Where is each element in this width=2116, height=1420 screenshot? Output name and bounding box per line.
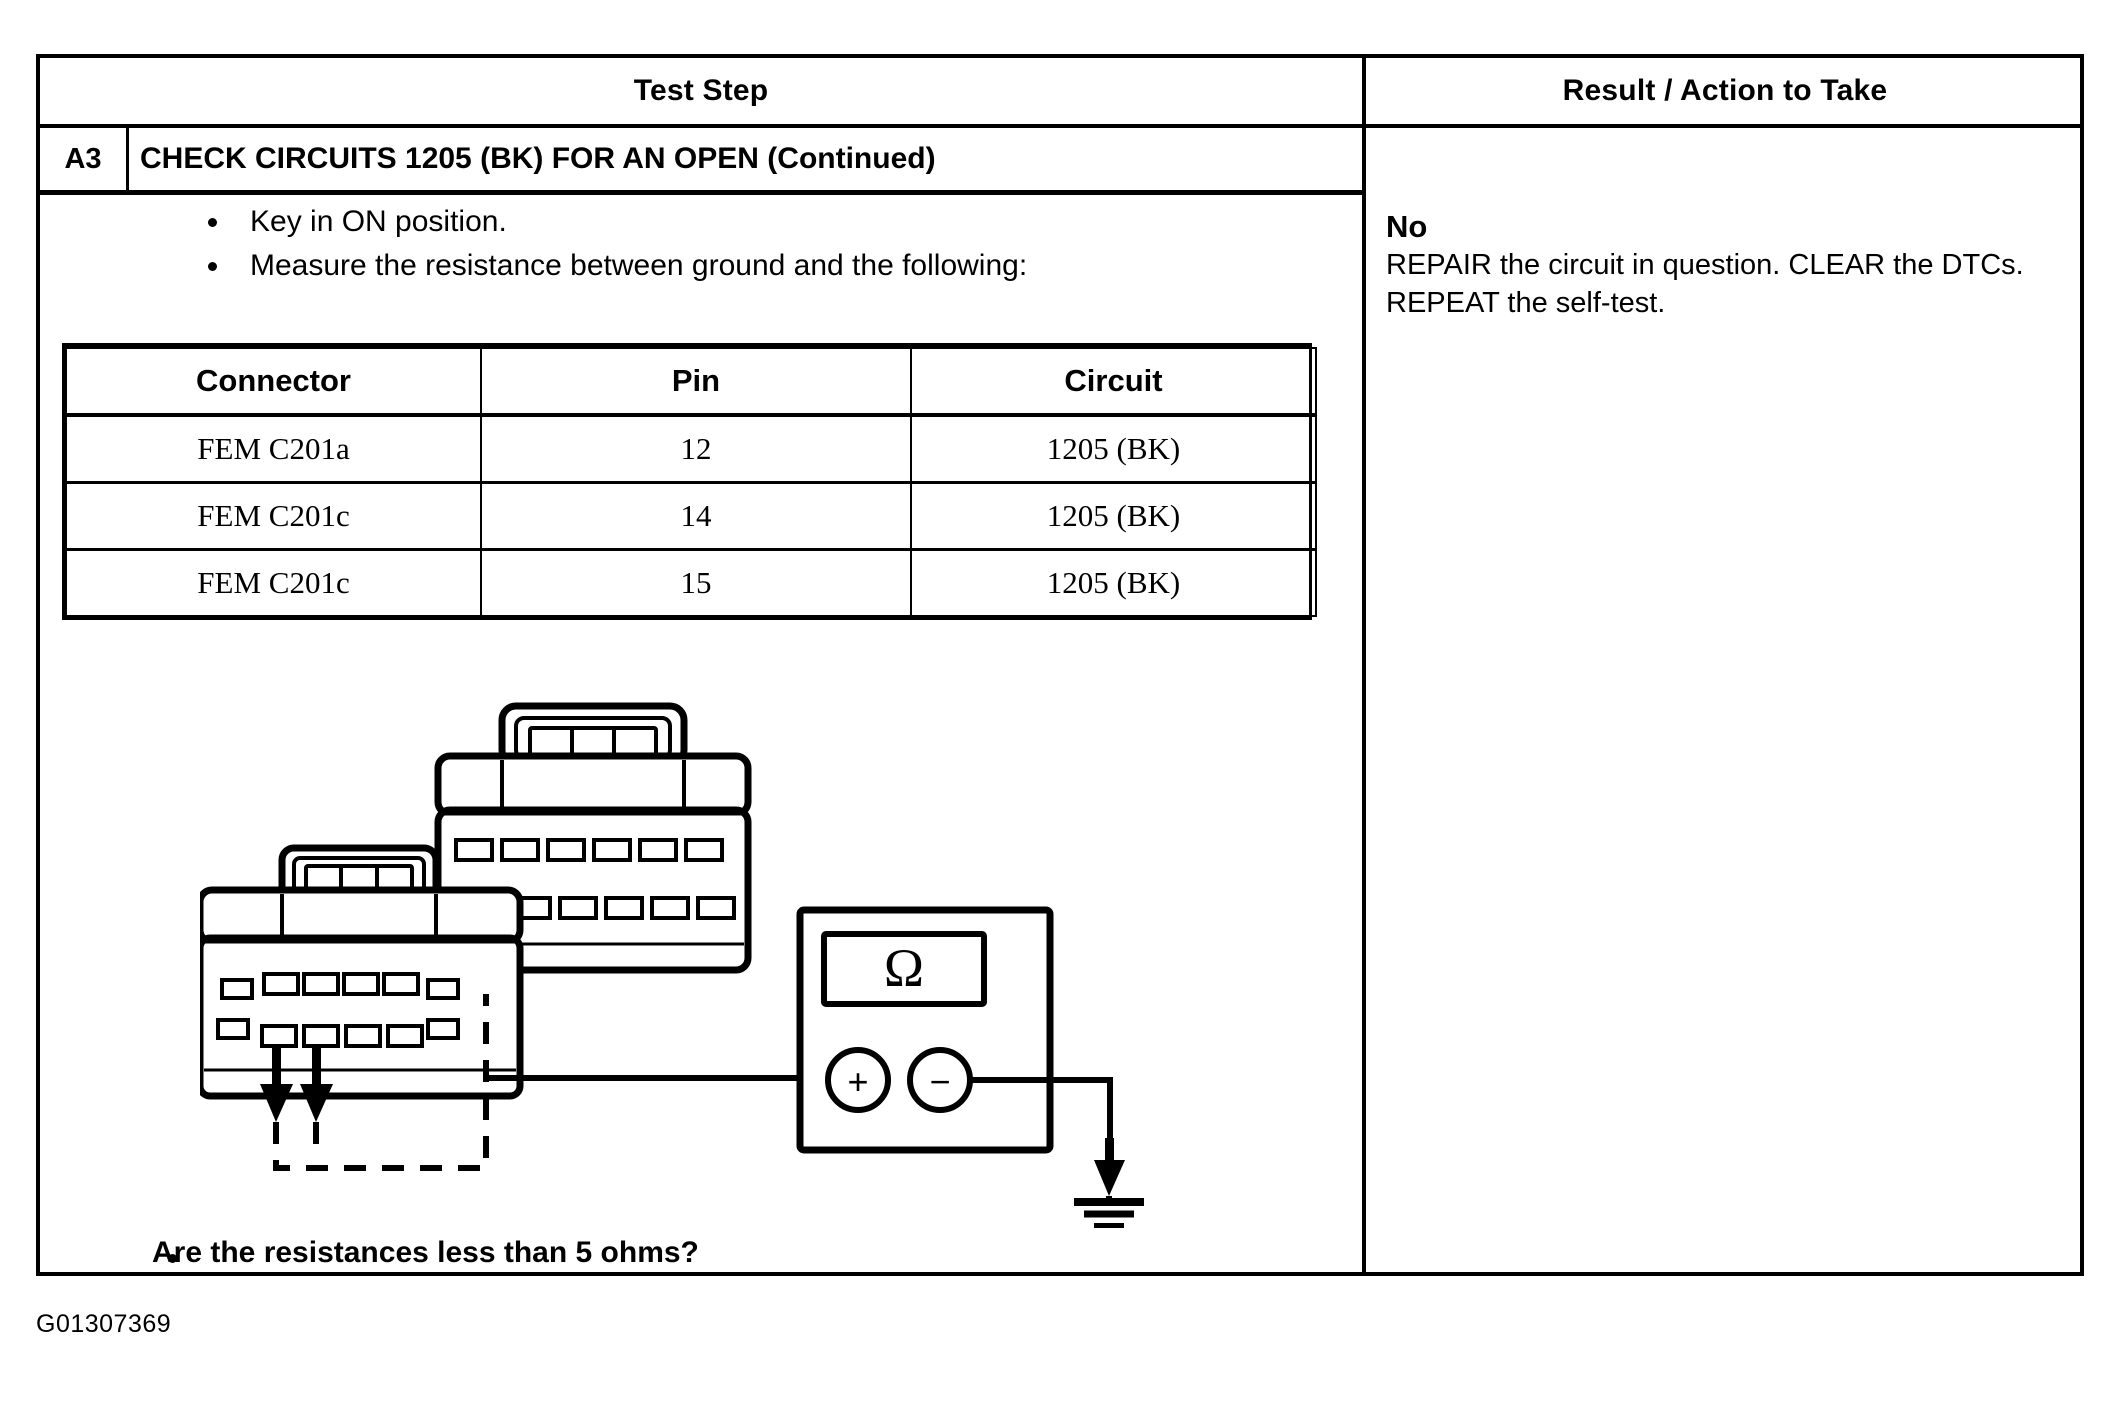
instruction-text: Measure the resistance between ground an… [250, 249, 1028, 282]
list-item: Key in ON position. [192, 200, 1312, 244]
figure-id: G01307369 [36, 1310, 172, 1338]
column-header-pin: Pin [480, 347, 912, 417]
column-divider [1362, 58, 1366, 1272]
step-row-bottom-divider [40, 190, 1362, 195]
cell-circuit: 1205 (BK) [910, 413, 1317, 484]
step-row: A3 CHECK CIRCUITS 1205 (BK) FOR AN OPEN … [40, 128, 1362, 190]
result-action-block: No REPAIR the circuit in question. CLEAR… [1386, 208, 2086, 322]
terminal-positive-label: + [847, 1061, 868, 1102]
cell-circuit: 1205 (BK) [910, 481, 1317, 551]
instruction-text: Key in ON position. [250, 205, 507, 238]
table-row: FEM C201c 14 1205 (BK) [65, 481, 1317, 551]
column-header-connector: Connector [65, 347, 482, 417]
cell-connector: FEM C201c [65, 548, 482, 617]
cell-pin: 14 [480, 481, 912, 551]
ground-probe-arrow [1094, 1138, 1125, 1196]
final-question: Are the resistances less than 5 ohms? [152, 1236, 1272, 1270]
cell-circuit: 1205 (BK) [910, 548, 1317, 617]
question-clip: Are the resistances less than 5 ohms? [36, 1236, 1322, 1276]
column-header-result: Result / Action to Take [1562, 74, 1888, 107]
instruction-list: Key in ON position. Measure the resistan… [192, 200, 1312, 288]
table-row: FEM C201a 12 1205 (BK) [65, 413, 1317, 484]
connector-lower-c201a [196, 844, 524, 1100]
bullet-dot-icon [168, 1254, 177, 1263]
cell-pin: 12 [480, 413, 912, 484]
meter-lead-negative [970, 1077, 1113, 1146]
header-divider [40, 124, 2080, 128]
table-header-row: Connector Pin Circuit [65, 347, 1317, 417]
wiring-test-diagram: Ω + − [196, 698, 1300, 1229]
cell-connector: FEM C201c [65, 481, 482, 551]
final-question-text: Are the resistances less than 5 ohms? [152, 1236, 699, 1269]
step-id-label: A3 [64, 143, 102, 175]
ground-symbol [1074, 1196, 1144, 1229]
connector-pin-table: Connector Pin Circuit FEM C201a 12 1205 … [62, 343, 1317, 620]
probe-arrow-lower-right [300, 1044, 333, 1122]
list-item: Measure the resistance between ground an… [192, 244, 1312, 288]
column-header-circuit: Circuit [910, 347, 1317, 417]
cell-pin: 15 [480, 548, 912, 617]
test-step-table: Test Step Result / Action to Take A3 CHE… [36, 54, 2084, 1276]
result-action-text: REPAIR the circuit in question. CLEAR th… [1386, 249, 2024, 319]
ohmmeter [796, 906, 1054, 1154]
cell-connector: FEM C201a [65, 413, 482, 484]
terminal-negative-label: − [929, 1061, 950, 1102]
step-id-divider [126, 128, 129, 190]
table-row: FEM C201c 15 1205 (BK) [65, 548, 1317, 617]
diagram-svg: Ω + − [196, 702, 1144, 1229]
result-answer-label: No [1386, 209, 1428, 244]
ohm-symbol: Ω [884, 938, 924, 998]
column-header-test-step: Test Step [633, 74, 769, 107]
bullet-dot-icon [208, 218, 217, 227]
bullet-dot-icon [208, 262, 217, 271]
step-title: CHECK CIRCUITS 1205 (BK) FOR AN OPEN (Co… [140, 142, 936, 175]
probe-arrow-lower-left [260, 1044, 293, 1122]
